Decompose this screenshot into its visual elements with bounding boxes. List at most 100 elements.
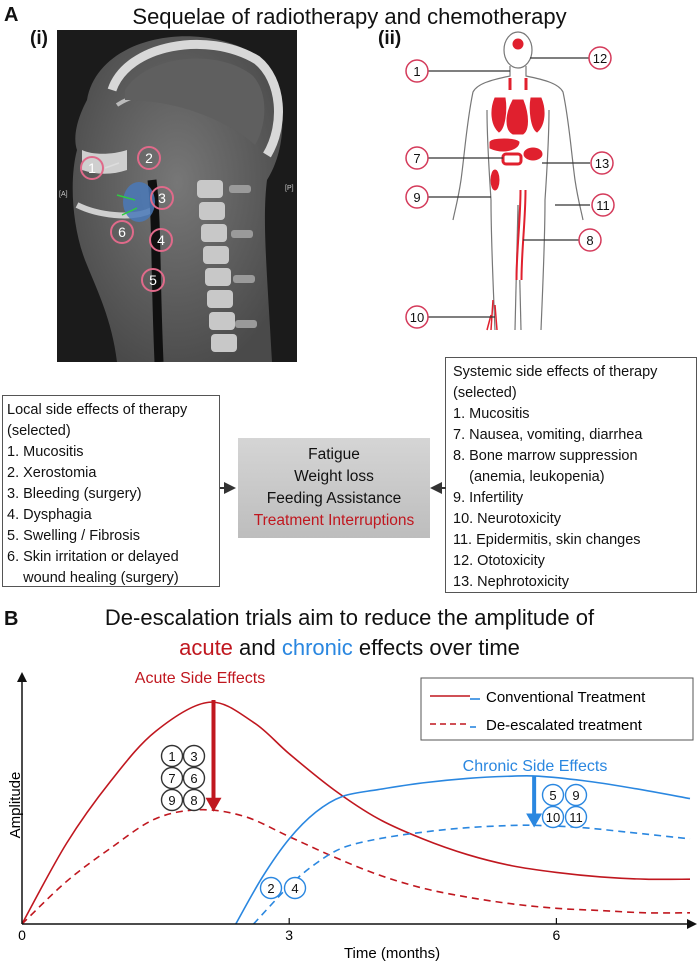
common-line-highlight: Treatment Interruptions: [253, 512, 415, 529]
systemic-line: 9. Infertility: [453, 490, 524, 506]
surgery-marker-circle: [259, 876, 283, 900]
body-callout-label: 9: [413, 190, 420, 205]
systemic-line: (selected): [453, 385, 517, 401]
local-line: 6. Skin irritation or delayed: [7, 549, 179, 565]
body-callout-label: 12: [593, 51, 607, 66]
ct-side-label-right: [P]: [285, 185, 294, 192]
local-side-effects-box: Local side effects of therapy (selected)…: [2, 395, 220, 587]
series-line-chronic-deescalated: [252, 824, 691, 925]
local-line: 4. Dysphagia: [7, 507, 92, 523]
systemic-side-effects-box: Systemic side effects of therapy (select…: [445, 357, 697, 593]
x-axis-arrow-icon: [687, 919, 697, 929]
systemic-line: 1. Mucositis: [453, 406, 530, 422]
systemic-line: 10. Neurotoxicity: [453, 511, 561, 527]
local-line: 5. Swelling / Fibrosis: [7, 528, 140, 544]
body-callout-label: 10: [410, 310, 424, 325]
x-tick-label: 6: [553, 927, 561, 943]
title-acute: acute: [179, 635, 233, 660]
ct-scan-image: 1 2 3 4 5 6 [A] [P]: [57, 30, 297, 362]
chronic-annotation: Chronic Side Effects: [463, 758, 608, 775]
local-line: 3. Bleeding (surgery): [7, 486, 142, 502]
body-callout-label: 1: [413, 64, 420, 79]
ct-side-label-left: [A]: [59, 191, 68, 198]
series-line-acute-deescalated: [21, 808, 691, 925]
ct-marker-label: 6: [118, 224, 126, 240]
body-callout-label: 7: [413, 151, 420, 166]
local-line: Local side effects of therapy: [7, 402, 188, 418]
acute-marker-label: 7: [168, 771, 175, 786]
chronic-marker-label: 10: [546, 810, 560, 825]
panel-b-letter: B: [4, 608, 19, 630]
local-line: (selected): [7, 423, 71, 439]
systemic-line: 13. Nephrotoxicity: [453, 574, 570, 590]
acute-marker-label: 3: [190, 749, 197, 764]
x-tick-label: 0: [18, 927, 26, 943]
x-tick-label: 3: [285, 927, 293, 943]
acute-marker-circle: [160, 766, 184, 790]
acute-marker-label: 6: [190, 771, 197, 786]
surgery-marker-label: 4: [291, 881, 298, 896]
series-line-chronic-conventional: [235, 774, 691, 925]
panel-b-title-line2: acute and chronic effects over time: [0, 633, 699, 663]
panel-a-sub-ii: (ii): [378, 28, 402, 49]
chronic-marker-circle: [541, 783, 565, 807]
ct-marker-label: 4: [157, 232, 165, 248]
acute-annotation: Acute Side Effects: [135, 670, 265, 687]
amplitude-chart: 0 3 6 Amplitude Time (months) Acute Side E…: [7, 670, 697, 962]
reduction-arrowhead-acute-icon: [205, 797, 222, 812]
chronic-marker-circle: [541, 805, 565, 829]
systemic-line: 11. Epidermitis, skin changes: [453, 532, 641, 548]
acute-marker-label: 8: [190, 793, 197, 808]
legend: Conventional Treatment De-escalated trea…: [420, 677, 694, 741]
reduction-arrowhead-chronic-icon: [526, 813, 543, 828]
ct-scan-drawing: 1 2 3 4 5 6 [A] [P]: [59, 36, 294, 362]
acute-marker-label: 9: [168, 793, 175, 808]
chronic-marker-circle: [564, 783, 588, 807]
acute-marker-circle: [160, 744, 184, 768]
systemic-line: 8. Bone marrow suppression: [453, 448, 638, 464]
surgery-marker-circle: [283, 876, 307, 900]
acute-marker-circle: [182, 744, 206, 768]
legend-entry-deescalated: De-escalated treatment: [486, 717, 643, 734]
arrow-right-icon: [430, 482, 446, 494]
series-line-acute-conventional: [21, 701, 691, 925]
ct-marker-label: 5: [149, 272, 157, 288]
legend-entry-conventional: Conventional Treatment: [486, 689, 646, 706]
body-callout-label: 8: [586, 233, 593, 248]
chronic-marker-circle: [564, 805, 588, 829]
acute-marker-circle: [160, 788, 184, 812]
ct-marker-label: 1: [88, 160, 96, 176]
systemic-line: 12. Ototoxicity: [453, 553, 545, 569]
acute-marker-circle: [182, 788, 206, 812]
arrow-left-icon: [220, 482, 236, 494]
ct-marker-label: 3: [158, 190, 166, 206]
panel-a-letter: A: [4, 4, 19, 26]
chronic-marker-label: 11: [569, 810, 583, 825]
x-axis-label: Time (months): [344, 945, 440, 962]
title-chronic: chronic: [281, 635, 353, 660]
panel-a-sub-i: (i): [30, 28, 48, 49]
body-callout-label: 11: [596, 198, 610, 213]
systemic-line: (anemia, leukopenia): [453, 469, 605, 485]
panel-b-title: De-escalation trials aim to reduce the a…: [0, 603, 699, 663]
ct-marker-label: 2: [145, 150, 153, 166]
panel-a-title: Sequelae of radiotherapy and chemotherap…: [132, 4, 567, 29]
panel-b-title-line1: De-escalation trials aim to reduce the a…: [104, 605, 595, 630]
local-line: wound healing (surgery): [7, 570, 179, 586]
systemic-line: 7. Nausea, vomiting, diarrhea: [453, 427, 643, 443]
title-tail: effects over time: [352, 635, 520, 660]
chronic-marker-label: 9: [572, 788, 579, 803]
systemic-line: Systemic side effects of therapy: [453, 364, 658, 380]
body-diagram: 1 12 7 13 9 11 8 10: [405, 31, 615, 331]
y-axis-label: Amplitude: [7, 772, 24, 839]
common-line: Weight loss: [294, 468, 374, 485]
title-and: and: [232, 635, 282, 660]
acute-marker-label: 1: [168, 749, 175, 764]
surgery-marker-label: 2: [267, 881, 274, 896]
common-effects-box: Fatigue Weight loss Feeding Assistance T…: [238, 438, 430, 538]
common-line: Feeding Assistance: [266, 490, 402, 507]
y-axis-arrow-icon: [17, 672, 27, 682]
local-line: 2. Xerostomia: [7, 465, 97, 481]
common-line: Fatigue: [308, 446, 360, 463]
local-line: 1. Mucositis: [7, 444, 84, 460]
